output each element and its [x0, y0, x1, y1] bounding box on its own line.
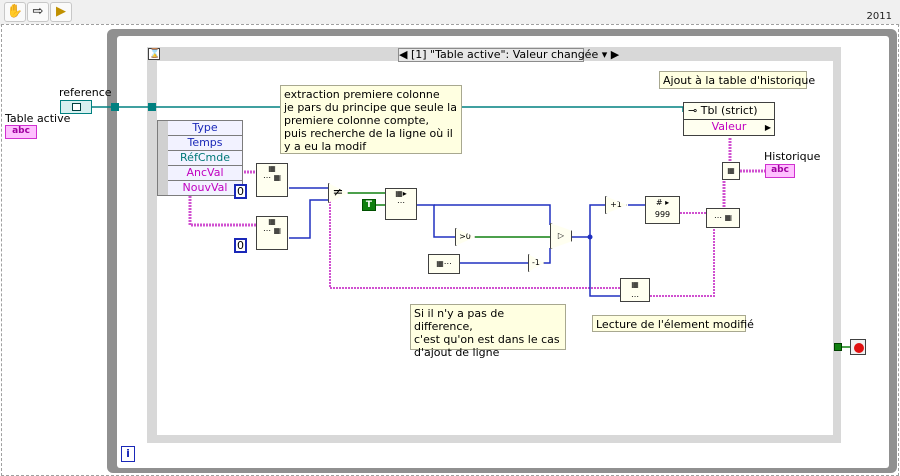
event-tunnel	[148, 103, 156, 111]
comment-lecture: Lecture de l'élement modifié	[592, 315, 754, 332]
table-active-terminal[interactable]: abc	[5, 125, 37, 139]
historique-terminal[interactable]: abc	[765, 164, 795, 178]
boolean-tunnel	[834, 343, 842, 351]
build-array-function[interactable]: ⋯ ▦	[706, 208, 740, 228]
tunnel	[111, 103, 119, 111]
nouvval-wire	[188, 187, 256, 227]
hourglass-icon: ⌛	[148, 48, 161, 60]
arrow-right-icon[interactable]: ⇨	[27, 2, 49, 22]
index-array-3[interactable]: ▦	[722, 162, 740, 180]
selector-dropdown-icon[interactable]: ▾ ▶	[598, 48, 620, 61]
event-data-node[interactable]: Type Temps RéfCmde AncVal NouvVal	[157, 120, 243, 196]
property-node-class: ⊸ Tbl (strict)	[684, 103, 774, 120]
hand-icon[interactable]: ✋	[4, 2, 26, 22]
search-array-function[interactable]: ▦▸⋯	[385, 188, 417, 220]
event-case-selector[interactable]: ◀ [1] "Table active": Valeur changée ▾ ▶	[398, 48, 619, 62]
selector-left-arrow-icon[interactable]: ◀	[399, 48, 411, 61]
event-element-type[interactable]: Type	[168, 121, 242, 136]
version-label: 2011	[866, 11, 892, 22]
comment-pas-de-difference: Si il n'y a pas de difference, c'est qu'…	[410, 304, 566, 359]
toolbar: ✋ ⇨ ▶ 2011	[0, 0, 900, 26]
index-array-2[interactable]: ▦⋯ ▦	[256, 216, 288, 250]
reference-terminal[interactable]	[60, 100, 92, 114]
comment-extraction: extraction premiere colonne je pars du p…	[280, 85, 462, 154]
refnum-icon	[72, 103, 81, 111]
event-element-refcmde[interactable]: RéfCmde	[168, 151, 242, 166]
zero-constant-2[interactable]: 0	[234, 238, 247, 253]
property-node-value[interactable]: Valeur	[711, 120, 747, 133]
event-element-temps[interactable]: Temps	[168, 136, 242, 151]
true-constant[interactable]: T	[362, 199, 376, 211]
zero-constant-1[interactable]: 0	[234, 184, 247, 199]
key-icon: ⊸	[688, 104, 701, 117]
historique-label: Historique	[764, 150, 821, 163]
iteration-terminal[interactable]: i	[121, 446, 135, 462]
event-element-nouvval[interactable]: NouvVal	[168, 181, 242, 196]
number-to-string-function[interactable]: # ▸999	[645, 196, 680, 224]
stop-icon[interactable]	[850, 339, 866, 355]
index-array-1[interactable]: ▦⋯ ▦	[256, 163, 288, 197]
event-element-ancval[interactable]: AncVal	[168, 166, 242, 181]
highlight-bulb-icon[interactable]: ▶	[50, 2, 72, 22]
table-active-label: Table active	[5, 112, 71, 125]
index-array-lecture[interactable]: ▦⋯	[620, 278, 650, 302]
comment-ajout: Ajout à la table d'historique	[659, 71, 815, 89]
property-node[interactable]: ⊸ Tbl (strict) Valeur ▶	[683, 102, 775, 136]
event-case-label: [1] "Table active": Valeur changée	[410, 48, 599, 61]
array-size-function[interactable]: ▦⋯	[428, 254, 460, 274]
arrow-right-icon: ▶	[764, 123, 771, 132]
reference-label: reference	[59, 86, 112, 99]
